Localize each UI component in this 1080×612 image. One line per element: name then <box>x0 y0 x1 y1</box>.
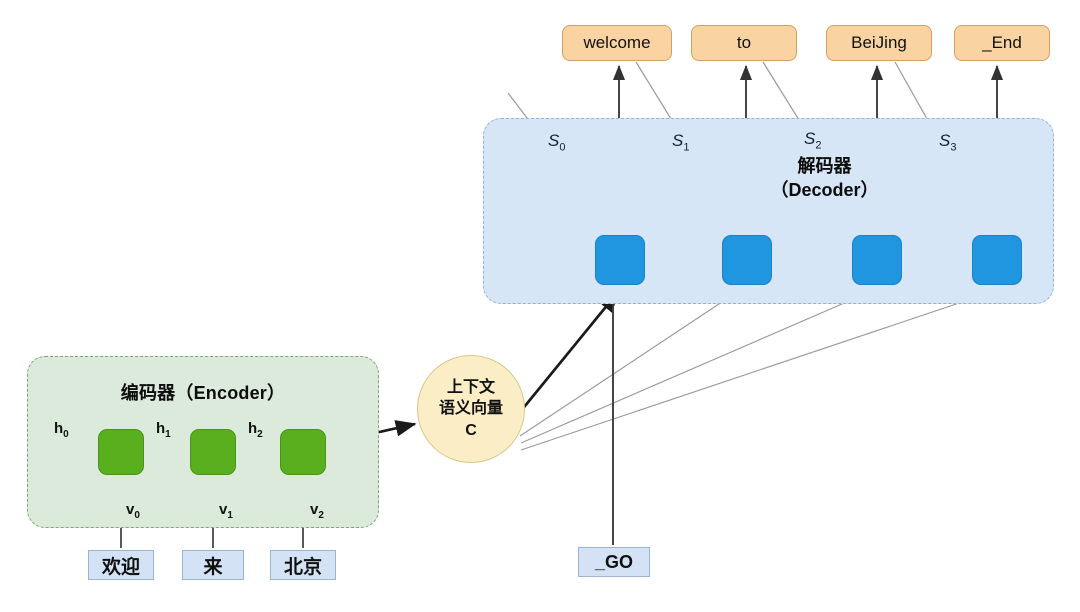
decoder-state-label-s1: S1 <box>672 131 690 154</box>
encoder-hidden-label-h2: h2 <box>248 420 263 440</box>
encoder-cell-0[interactable] <box>98 429 144 475</box>
input-token-1[interactable]: 来 <box>182 550 244 580</box>
encoder-hidden-label-h0: h0 <box>54 420 69 440</box>
encoder-panel-title: 编码器（Encoder） <box>120 383 286 403</box>
decoder-panel-title: 解码器 （Decoder） <box>742 155 907 203</box>
context-line-3: C <box>465 421 477 439</box>
encoder-hidden-label-h1: h1 <box>156 420 171 440</box>
output-token-3[interactable]: _End <box>954 25 1050 61</box>
output-token-2[interactable]: BeiJing <box>826 25 932 61</box>
decoder-state-label-s3: S3 <box>939 131 957 154</box>
output-token-1[interactable]: to <box>691 25 797 61</box>
decoder-cell-2[interactable] <box>852 235 902 285</box>
decoder-cell-3[interactable] <box>972 235 1022 285</box>
output-token-0[interactable]: welcome <box>562 25 672 61</box>
decoder-title-line-1: 解码器 <box>797 156 852 176</box>
context-to-decoder-fan-arrows <box>519 289 993 451</box>
encoder-input-label-v2: v2 <box>310 501 324 521</box>
decoder-title-line-2: （Decoder） <box>770 179 879 200</box>
start-token-go[interactable]: _GO <box>578 547 650 577</box>
input-token-0[interactable]: 欢迎 <box>88 550 154 580</box>
encoder-input-label-v0: v0 <box>126 501 140 521</box>
encoder-cell-1[interactable] <box>190 429 236 475</box>
context-line-2: 语义向量 <box>438 400 503 418</box>
decoder-state-label-s0: S0 <box>548 131 566 154</box>
decoder-cell-0[interactable] <box>595 235 645 285</box>
encoder-input-label-v1: v1 <box>219 501 233 521</box>
context-line-1: 上下文 <box>446 378 495 396</box>
decoder-state-label-s2: S2 <box>804 129 822 152</box>
encoder-cell-2[interactable] <box>280 429 326 475</box>
context-vector-circle[interactable]: 上下文 语义向量 C <box>417 355 525 463</box>
decoder-cell-1[interactable] <box>722 235 772 285</box>
input-token-2[interactable]: 北京 <box>270 550 336 580</box>
